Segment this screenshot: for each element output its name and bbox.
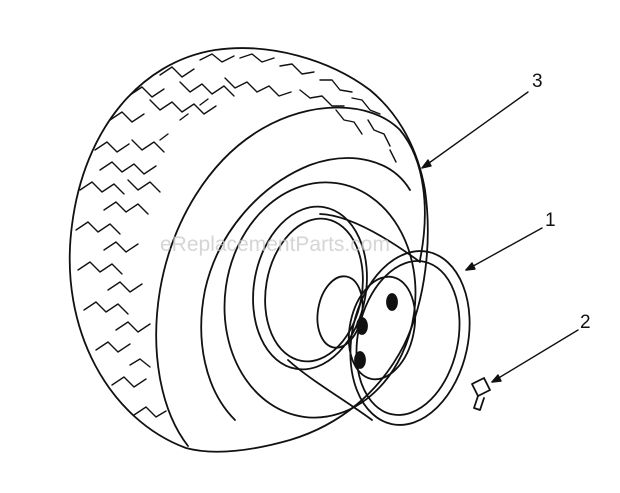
callout-rim: 1 xyxy=(545,210,556,231)
valve-stem-drawing xyxy=(471,377,491,411)
leader-tire xyxy=(421,91,529,169)
leader-valve xyxy=(491,329,579,383)
rim-barrel-bottom xyxy=(287,359,373,421)
tire-outline xyxy=(68,47,429,453)
leader-lines xyxy=(421,91,579,383)
leader-rim-arrow xyxy=(465,262,476,271)
rim-hub-disc xyxy=(347,275,417,381)
tire-bead xyxy=(200,157,411,421)
tire-drawing xyxy=(68,47,429,453)
leader-rim xyxy=(465,227,543,271)
watermark-text: eReplacementParts.com xyxy=(160,233,390,256)
tire-rim-seat xyxy=(223,181,417,419)
tire-tread-pattern xyxy=(75,53,397,418)
rim-barrel-top xyxy=(319,213,421,263)
rim-outer-flange xyxy=(349,250,471,426)
callout-valve-stem: 2 xyxy=(580,312,591,333)
leader-tire-arrow xyxy=(421,159,432,169)
valve-stem-body xyxy=(471,377,491,397)
valve-stem-tip xyxy=(473,395,485,411)
callout-tire: 3 xyxy=(532,71,543,92)
rim-inner-flange xyxy=(252,205,368,371)
leader-valve-arrow xyxy=(491,374,502,383)
lug-hole-top xyxy=(386,293,398,311)
tire-sidewall-edge xyxy=(155,106,426,447)
rim-center-ring xyxy=(316,275,364,349)
rim-drawing xyxy=(252,205,471,426)
lug-hole-bottom xyxy=(354,351,366,369)
